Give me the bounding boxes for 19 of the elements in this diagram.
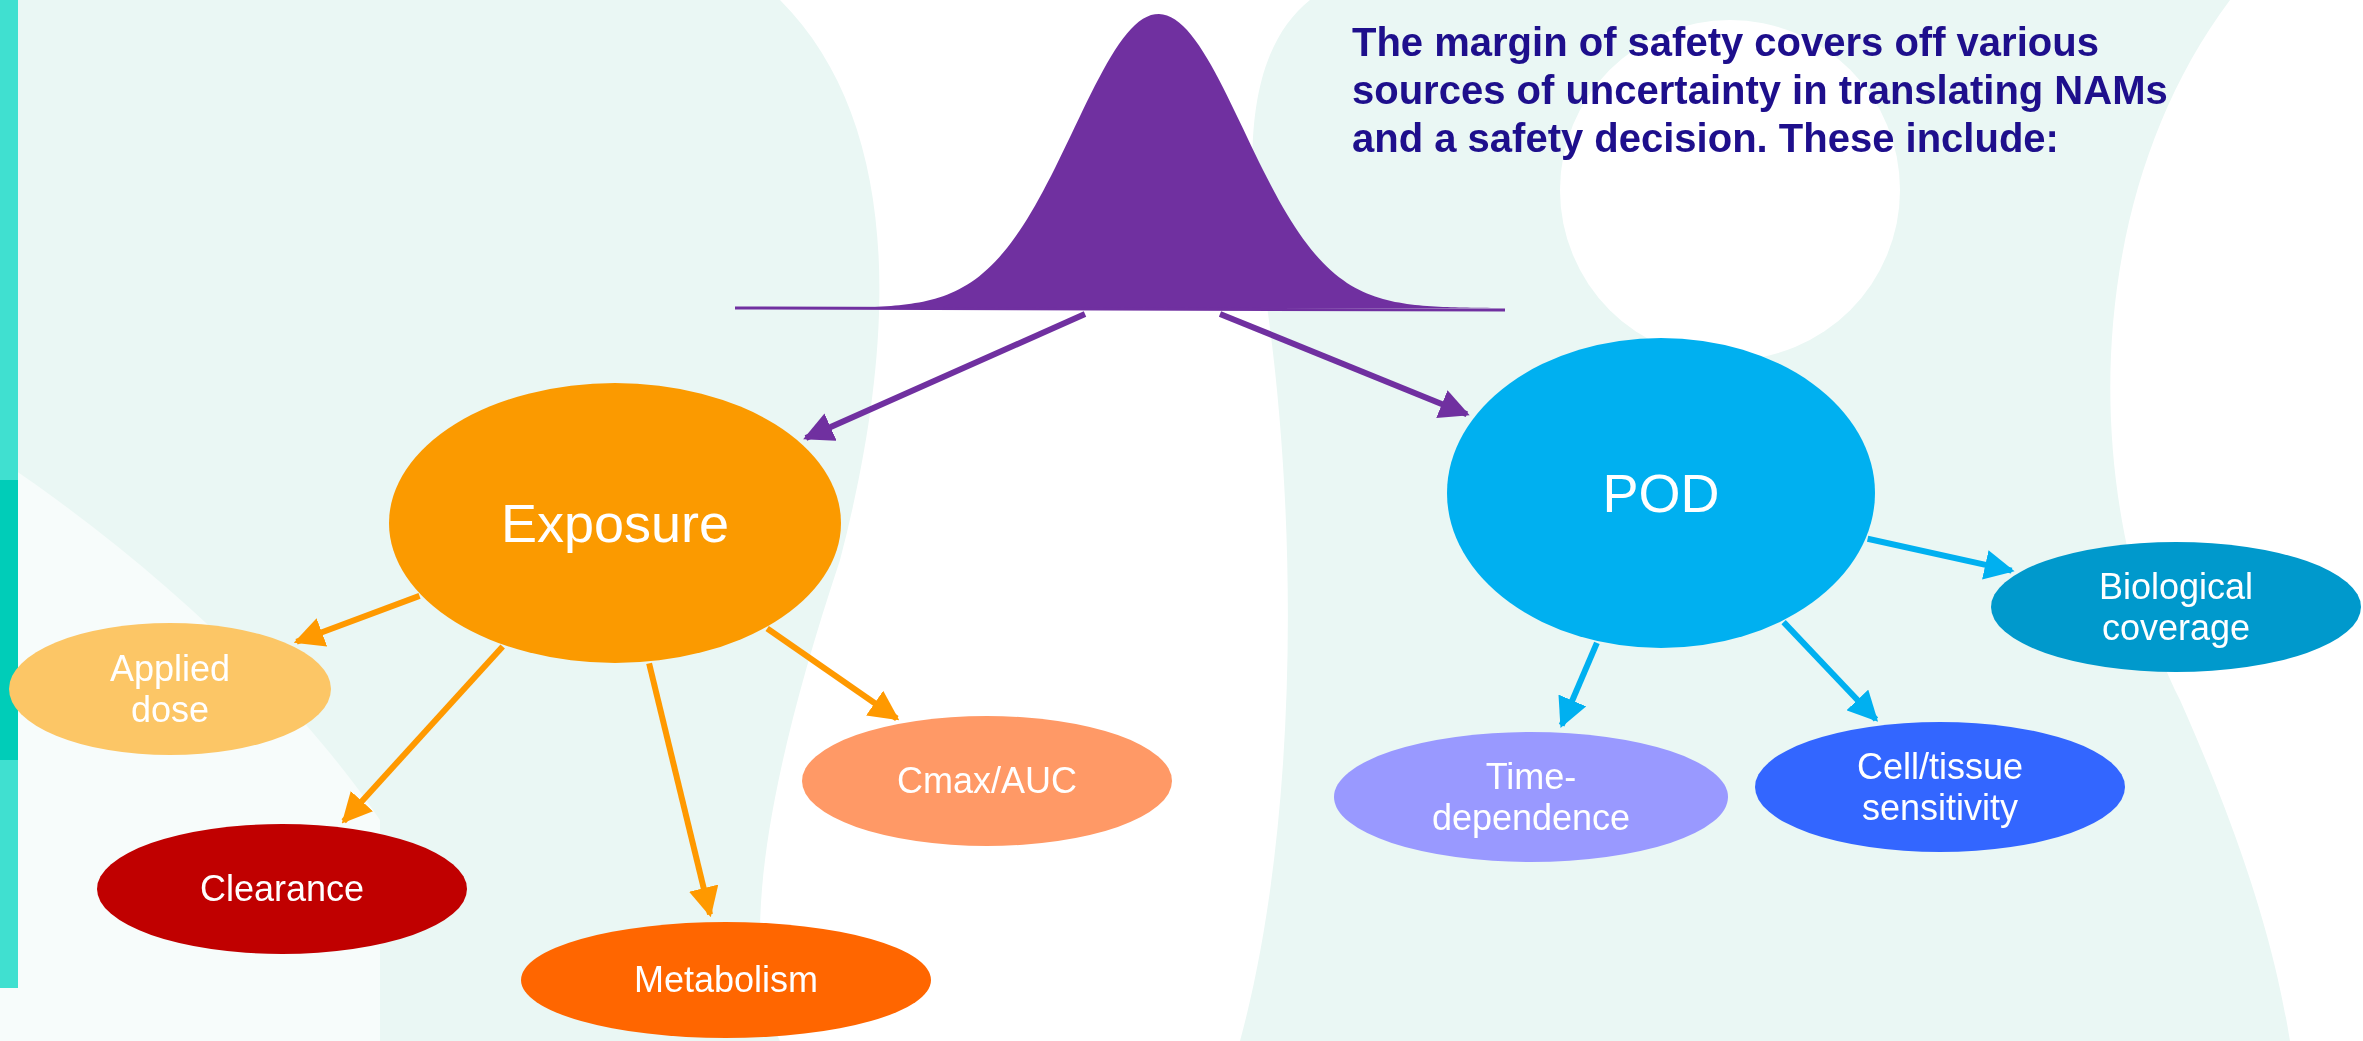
arrow <box>646 662 719 918</box>
arrow <box>1866 535 2015 580</box>
node-label: Exposure <box>500 491 730 555</box>
arrow <box>1781 620 1879 722</box>
arrow <box>1218 311 1470 418</box>
node-label: POD <box>1602 461 1720 525</box>
node-label: Cell/tissue sensitivity <box>1855 745 2025 829</box>
arrow <box>803 311 1087 441</box>
node-label: Time-dependence <box>1430 755 1632 839</box>
arrow <box>341 644 505 824</box>
node-label: Cmax/AUC <box>897 759 1077 803</box>
note-text: The margin of safety covers off various sources of uncertainty in translating NAMs and a safety decision. These include: <box>1352 19 2169 162</box>
arrow <box>1558 641 1600 729</box>
node-label: Metabolism <box>633 958 819 1002</box>
node-label: Applied dose <box>108 647 232 731</box>
arrow <box>765 626 900 721</box>
node-label: Biological coverage <box>2097 565 2255 649</box>
arrow <box>293 593 421 647</box>
node-label: Clearance <box>199 867 365 911</box>
